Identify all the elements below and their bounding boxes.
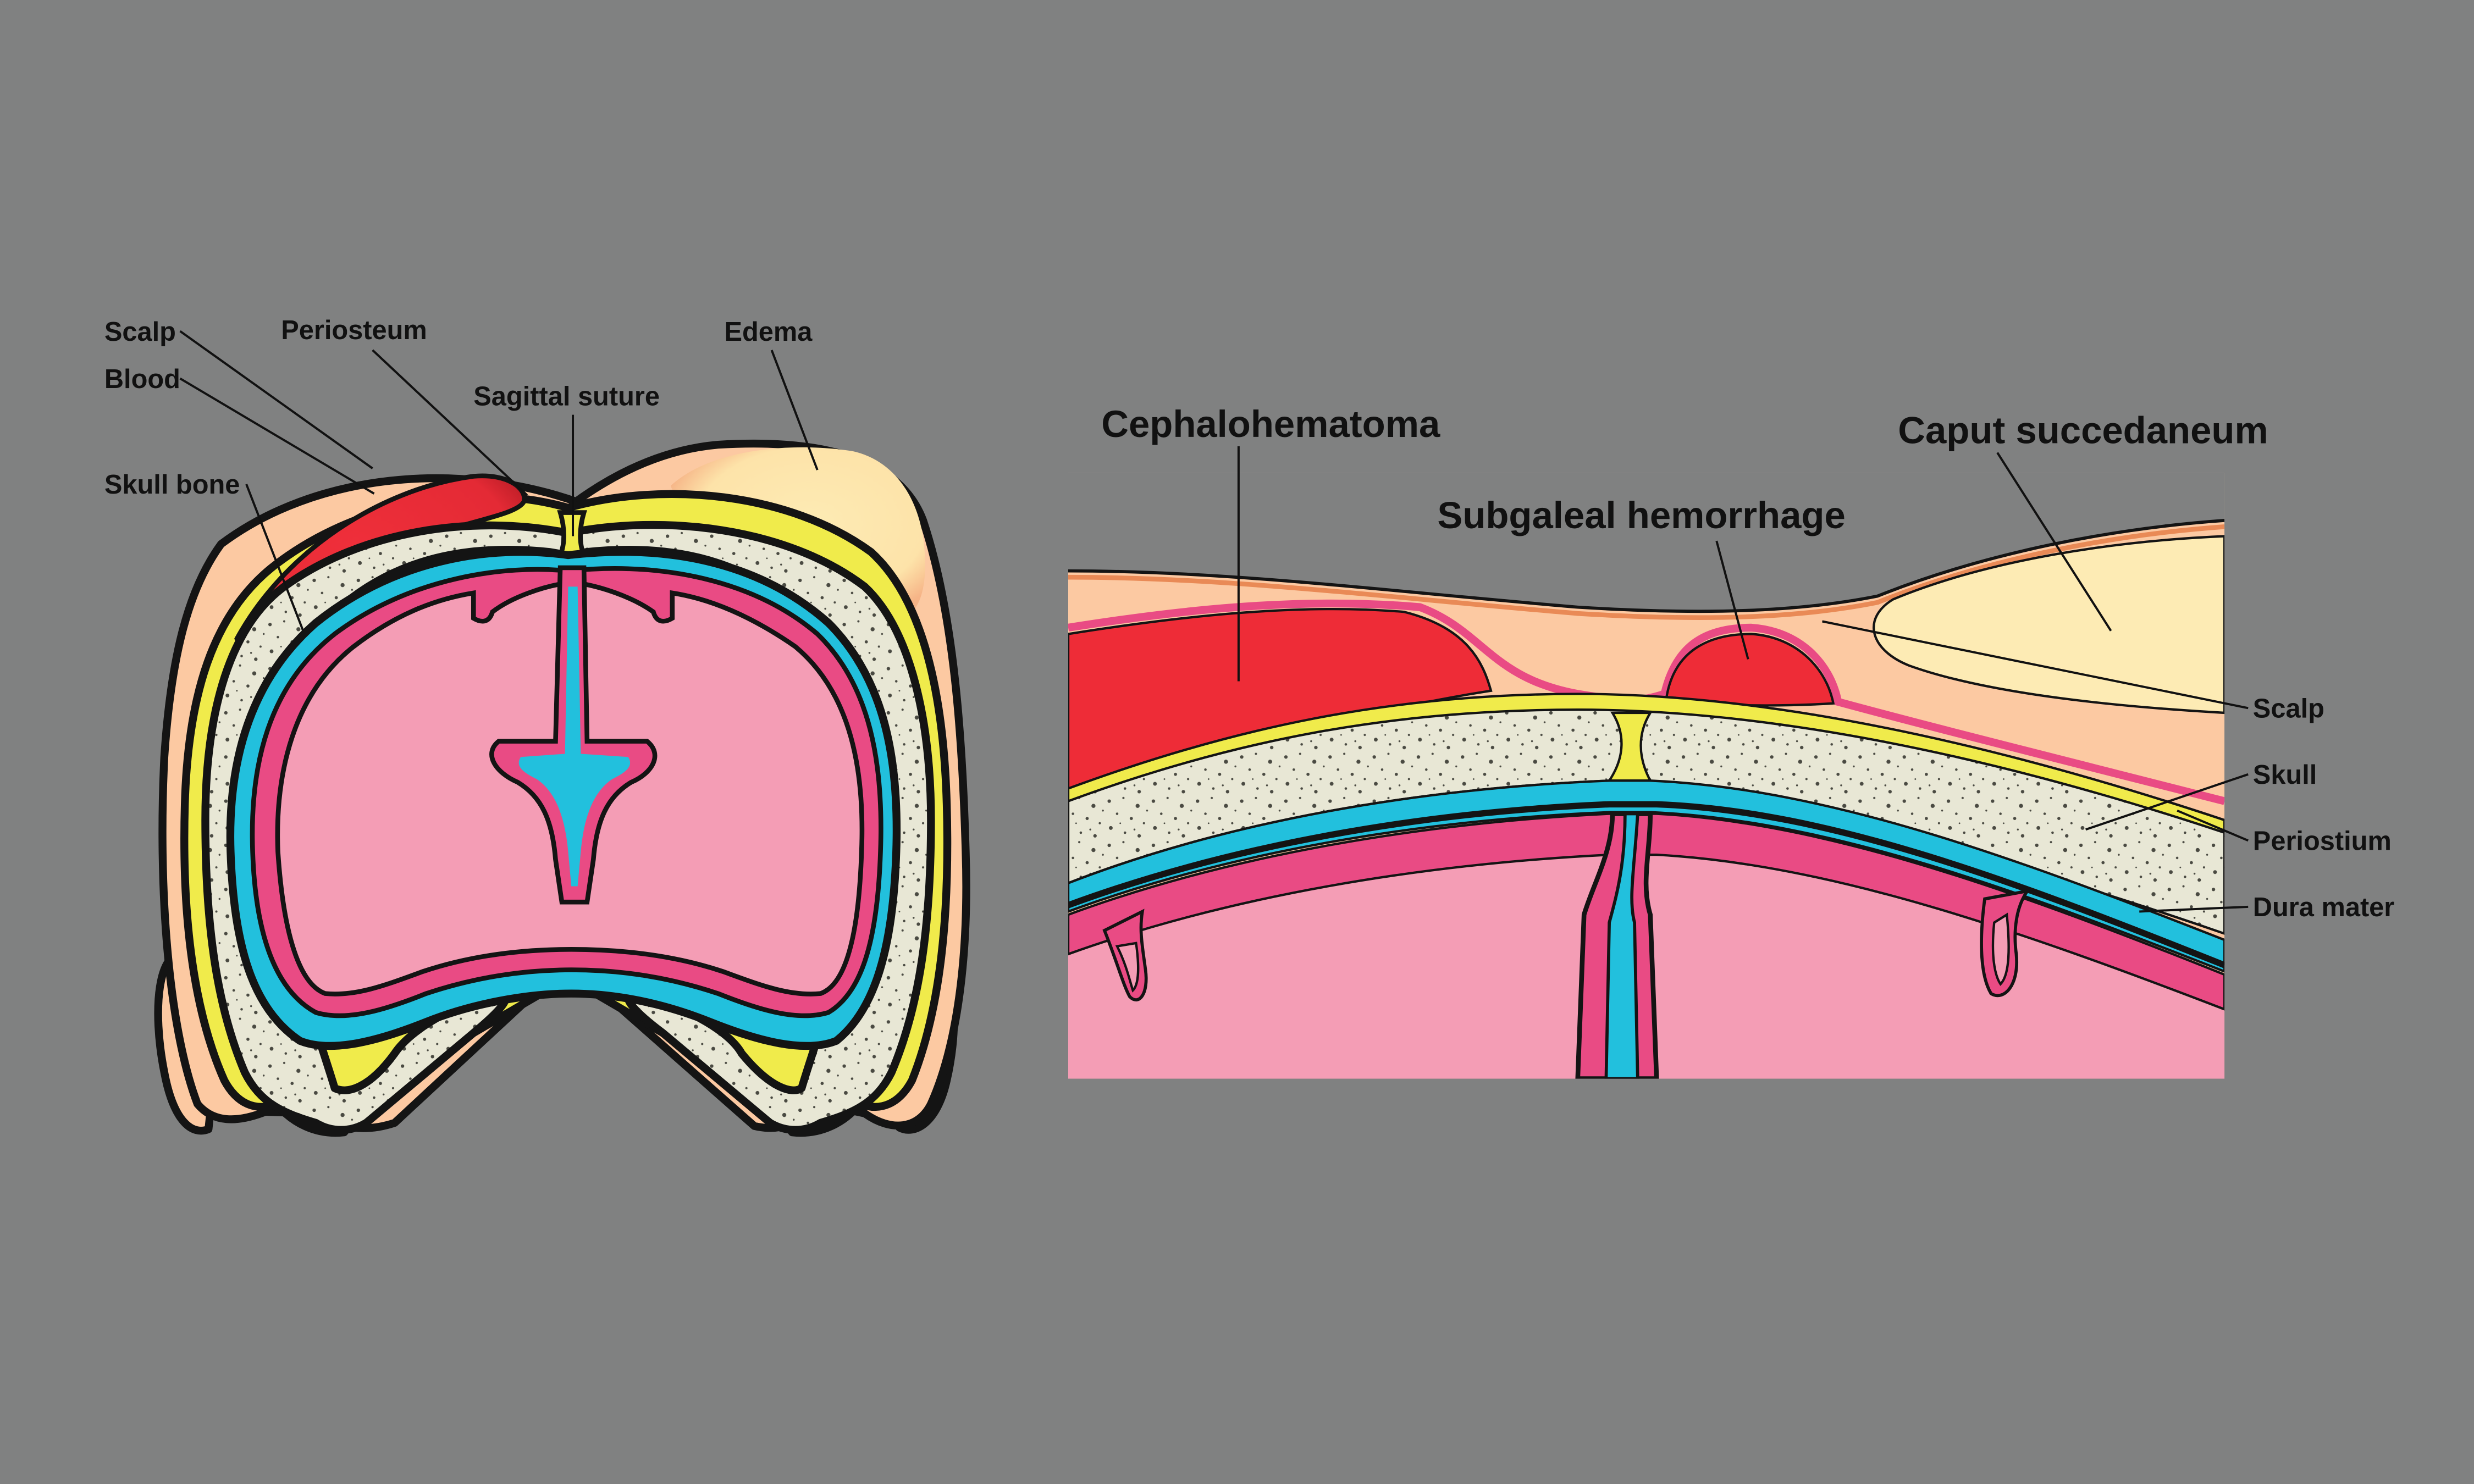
leader-subgaleal [1715, 540, 1749, 660]
label-skull-bone: Skull bone [104, 470, 240, 500]
pia-band [1068, 812, 2225, 1011]
title-subgaleal-hemorrhage: Subgaleal hemorrhage [1437, 494, 1845, 536]
left-diagram-labels: Scalp Blood Periosteum Skull bone Sagitt… [104, 315, 819, 632]
leader-skull-bone [245, 484, 305, 632]
leader-dura-mater [2139, 905, 2249, 913]
label-blood: Blood [104, 364, 180, 394]
galea-membrane [1068, 599, 2225, 805]
leader-scalp [179, 330, 373, 469]
scalp-surface [1068, 519, 2225, 613]
leader-right-scalp [1822, 620, 2249, 710]
coronal-head-section [154, 439, 970, 1137]
sulcus-left-inner [1115, 942, 1140, 993]
label-sagittal-suture: Sagittal suture [473, 381, 660, 411]
ventricle [518, 586, 631, 887]
label-edema: Edema [724, 317, 813, 347]
dura-line [1068, 801, 2225, 968]
leader-right-skull [2085, 773, 2249, 831]
midline-csf [1604, 812, 1639, 1079]
title-cephalohematoma: Cephalohematoma [1101, 403, 1440, 445]
caput-succedaneum [1873, 535, 2225, 715]
right-diagram-labels: Cephalohematoma Subgaleal hemorrhage Cap… [1101, 403, 2394, 922]
leader-periostium [2177, 809, 2249, 842]
label-right-skull: Skull [2253, 760, 2317, 790]
leader-periosteum [372, 349, 528, 496]
leader-blood [179, 377, 375, 495]
label-periosteum: Periosteum [281, 315, 427, 345]
scalp-orange-edge [1068, 524, 2225, 621]
sulcus-right-inner [1991, 912, 2010, 986]
label-dura-mater: Dura mater [2253, 893, 2394, 922]
above-scalp [1068, 473, 2225, 612]
leader-caput [1996, 452, 2112, 632]
leader-edema [770, 350, 819, 470]
scalp-cross-section [1068, 473, 2225, 1079]
title-caput-succedaneum: Caput succedaneum [1898, 409, 2268, 451]
label-scalp: Scalp [104, 317, 176, 347]
label-right-scalp: Scalp [2253, 694, 2324, 724]
label-periostium: Periostium [2253, 827, 2392, 856]
